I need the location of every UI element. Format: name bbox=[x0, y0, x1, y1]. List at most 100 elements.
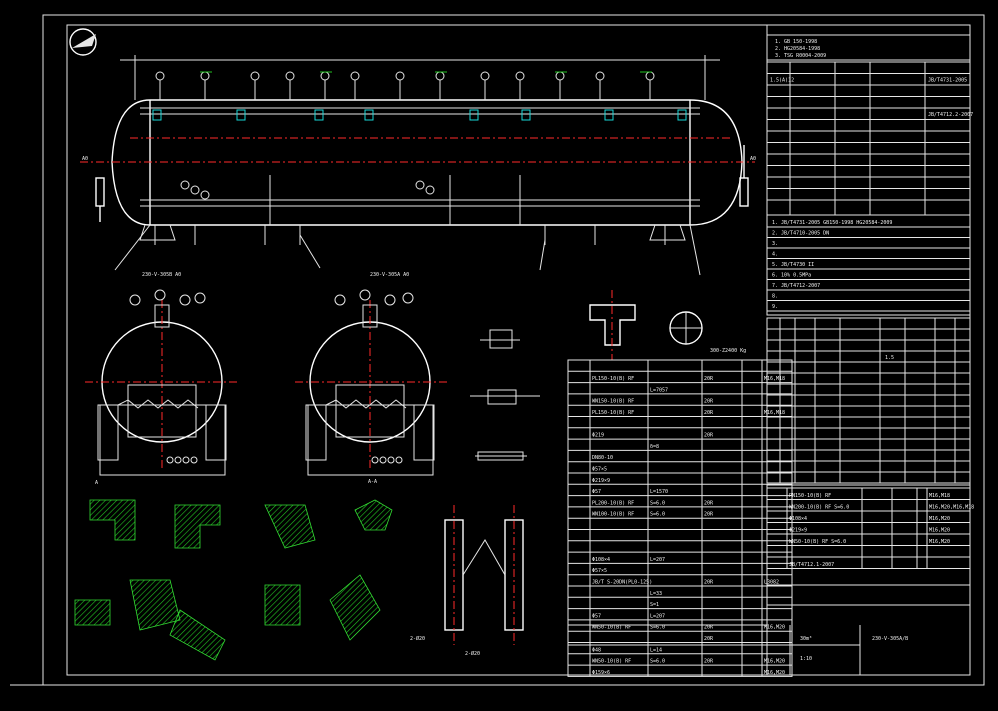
title-block-value: 1.5(A)12 bbox=[770, 78, 794, 84]
bom-cell: S=6.0 bbox=[650, 625, 665, 631]
bom-cell: L=14 bbox=[650, 647, 662, 653]
end-view-left: 230-V-305B A0 bbox=[85, 272, 240, 476]
bom-cell: S=6.0 bbox=[650, 659, 665, 665]
tech-req-line: 1. JB/T4731-2005 GB150-1998 HG20584-2009 bbox=[772, 220, 892, 226]
detail-small-parts: 300-Z2400 Kg bbox=[470, 329, 746, 461]
bom-cell: L=207 bbox=[650, 613, 665, 619]
orientation-mark bbox=[69, 28, 97, 56]
tech-req-line: 2. JB/T4710-2005 DN bbox=[772, 231, 829, 237]
bottom-cell: M16,M20 bbox=[929, 539, 950, 545]
bom-cell: L=33 bbox=[650, 591, 662, 597]
tech-req-line: 9. bbox=[772, 304, 778, 310]
bottom-cell: JB/T4712.1-2007 bbox=[789, 562, 834, 568]
tech-req-line: 5. JB/T4730 II bbox=[772, 262, 814, 268]
bom-cell: Φ57 bbox=[592, 613, 601, 619]
bom-cell: WN150-10(B) RF bbox=[592, 399, 634, 405]
title-block-right-value: JB/T4712.2-2007 bbox=[928, 112, 973, 118]
bom-cell: S=6.0 bbox=[650, 500, 665, 506]
bom-cell: Φ219 bbox=[592, 433, 604, 439]
bom-cell: M16,M20 bbox=[764, 670, 785, 676]
note-1: 1. GB 150-1998 bbox=[775, 39, 817, 45]
bom-cell: L=7057 bbox=[650, 387, 668, 393]
dim-note: 300-Z2400 Kg bbox=[710, 348, 746, 354]
svg-text:A0: A0 bbox=[750, 156, 756, 162]
bom-cell: PL200-10(B) RF bbox=[592, 500, 634, 506]
bottom-cell: WN50-10(B) RF S=6.0 bbox=[789, 539, 846, 545]
bom-cell: Φ57×5 bbox=[592, 568, 607, 574]
flange-detail bbox=[589, 290, 703, 360]
bom-cell: 20R bbox=[704, 625, 714, 631]
bom-cell: M16,M20 bbox=[764, 659, 785, 665]
bom-cell: Φ57 bbox=[592, 489, 601, 495]
tech-req-line: 4. bbox=[772, 252, 778, 258]
title-block-right-value: JB/T4731-2005 bbox=[928, 78, 967, 84]
bottom-cell: M16,M20 bbox=[929, 528, 950, 534]
bom-cell: Φ48 bbox=[592, 647, 601, 653]
bom-cell: WN50-10(B) RF bbox=[592, 659, 631, 665]
bottom-cell: Φ219×9 bbox=[789, 528, 807, 534]
bom-cell: 20R bbox=[704, 636, 714, 642]
bottom-cell: M16,M18 bbox=[929, 493, 950, 499]
tech-req-line: 3. bbox=[772, 241, 778, 247]
bom-cell: Φ159×6 bbox=[592, 670, 610, 676]
bottom-cell: Φ108×4 bbox=[789, 516, 807, 522]
bom-cell: Φ108×4 bbox=[592, 557, 610, 563]
bottom-cell: PN150-10(B) RF bbox=[789, 493, 831, 499]
bom-cell: 20R bbox=[704, 433, 714, 439]
bom-cell: M16,M18 bbox=[764, 376, 785, 382]
detail-a-label: A-A bbox=[368, 479, 377, 485]
baffle-plate-detail: 2-Ø20 2-Ø20 bbox=[410, 505, 524, 657]
footer-right: 230-V-305A/B bbox=[872, 636, 908, 642]
bom-cell: 20R bbox=[704, 376, 714, 382]
bottom-cell: M16,M20,M16,M18 bbox=[929, 505, 974, 511]
footer-scale: 1:10 bbox=[800, 656, 812, 662]
bom-cell: S=6.0 bbox=[650, 512, 665, 518]
bom-cell: WN100-10(B) RF bbox=[592, 512, 634, 518]
bom-cell: WN50-10(B) RF bbox=[592, 625, 631, 631]
svg-text:A0: A0 bbox=[82, 156, 88, 162]
bom-cell: L=207 bbox=[650, 557, 665, 563]
bom-cell: 20R bbox=[704, 500, 714, 506]
weld-details: A A-A bbox=[74, 479, 393, 661]
title-block: 1. GB 150-1998 2. HG20584-1998 3. TSG R0… bbox=[766, 24, 973, 216]
vessel-elevation: A0 A0 bbox=[80, 55, 756, 276]
detail-gap-label: 2-Ø20 bbox=[410, 635, 425, 642]
tech-requirements: 1. JB/T4731-2005 GB150-1998 HG20584-2009… bbox=[766, 214, 971, 316]
note-2: 2. HG20584-1998 bbox=[775, 46, 820, 52]
detail-gap2-label: 2-Ø20 bbox=[465, 650, 480, 657]
bom-cell: 20R bbox=[704, 410, 714, 416]
bom-cell: JB/T S-20DN(PL0-125) bbox=[592, 580, 652, 586]
bom-cell: DN80-10 bbox=[592, 455, 613, 461]
footer-title: 30m³ 230-V-305A/B 1:10 bbox=[567, 584, 971, 676]
bom-cell: M16,M20 bbox=[764, 625, 785, 631]
bom-cell: M16,M18 bbox=[764, 410, 785, 416]
nozzle-row: 1.5 bbox=[885, 355, 894, 361]
bom-cell: Φ219×9 bbox=[592, 478, 610, 484]
end-view-right: 230-V-305A A0 bbox=[295, 272, 450, 476]
bom-cell: δ=8 bbox=[650, 444, 659, 450]
bom-cell: PL150-10(B) RF bbox=[592, 376, 634, 382]
footer-mid: 30m³ bbox=[800, 636, 812, 642]
view-label-left: 230-V-305B A0 bbox=[142, 272, 181, 278]
tech-req-line: 8. bbox=[772, 294, 778, 300]
note-3: 3. TSG R0004-2009 bbox=[775, 53, 826, 59]
bom-cell: 20R bbox=[704, 580, 714, 586]
bom-cell: L3082 bbox=[764, 580, 779, 586]
bom-cell: PL150-10(B) RF bbox=[592, 410, 634, 416]
bottom-cell: M16,M20 bbox=[929, 516, 950, 522]
tech-req-line: 7. JB/T4712-2007 bbox=[772, 283, 820, 289]
bom-cell: S=1 bbox=[650, 602, 659, 608]
bom-cell: 20R bbox=[704, 399, 714, 405]
tech-req-line: 6. 10% 0.5MPa bbox=[772, 273, 811, 279]
bom-cell: Φ57×5 bbox=[592, 467, 607, 473]
outer-frame bbox=[42, 14, 985, 686]
svg-text:A: A bbox=[95, 480, 98, 486]
view-label-right: 230-V-305A A0 bbox=[370, 272, 409, 278]
nozzle-table: 1.5 bbox=[766, 317, 971, 484]
bom-cell: L=1570 bbox=[650, 489, 668, 495]
bom-cell: 20R bbox=[704, 512, 714, 518]
bottom-cell: WN200-10(B) RF S=6.0 bbox=[789, 505, 849, 511]
